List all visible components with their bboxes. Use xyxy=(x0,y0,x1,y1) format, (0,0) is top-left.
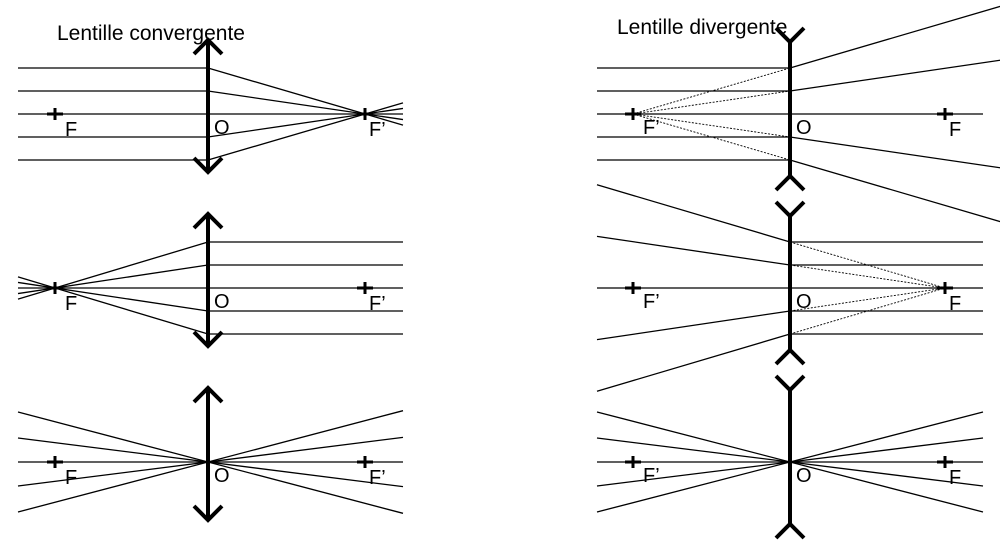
incident-ray xyxy=(596,184,791,243)
lens-arrowhead-bottom xyxy=(192,156,224,175)
incident-ray xyxy=(596,333,791,392)
lens-fork-bottom xyxy=(774,521,806,540)
focus-label: F xyxy=(949,467,961,489)
lens-arrowhead-top xyxy=(192,211,224,230)
incident-ray xyxy=(596,310,791,341)
focus-label: F xyxy=(65,467,77,489)
refracted-ray xyxy=(789,5,1000,69)
center-label: O xyxy=(214,291,230,313)
incident-ray xyxy=(17,276,209,335)
lens-arrowhead-bottom xyxy=(192,504,224,523)
virtual-ray xyxy=(789,264,946,289)
virtual-ray xyxy=(632,113,791,138)
refracted-ray xyxy=(789,59,1000,92)
virtual-ray xyxy=(789,287,946,312)
central-ray xyxy=(596,411,984,513)
lens-arrowhead-top xyxy=(192,385,224,404)
incident-ray xyxy=(17,241,209,300)
lens-fork-top xyxy=(774,26,806,45)
incident-ray xyxy=(17,264,209,295)
focus-label: F’ xyxy=(643,465,660,487)
refracted-ray xyxy=(207,102,404,161)
central-ray xyxy=(17,410,404,513)
focus-label: F xyxy=(65,119,77,141)
center-label: O xyxy=(796,117,812,139)
focus-label: F’ xyxy=(369,119,386,141)
virtual-ray xyxy=(632,113,791,161)
virtual-ray xyxy=(789,287,946,335)
refracted-ray xyxy=(207,67,404,126)
focus-label: F xyxy=(949,119,961,141)
focus-label: F’ xyxy=(643,117,660,139)
refracted-ray xyxy=(207,90,404,121)
focus-label: F xyxy=(65,293,77,315)
lens-arrowhead-top xyxy=(192,37,224,56)
lens-arrowhead-bottom xyxy=(192,330,224,349)
refracted-ray xyxy=(789,136,1000,169)
incident-ray xyxy=(17,281,209,312)
center-label: O xyxy=(796,291,812,313)
refracted-ray xyxy=(207,107,404,138)
virtual-ray xyxy=(632,90,791,115)
lens-fork-top xyxy=(774,200,806,219)
lens-fork-bottom xyxy=(774,347,806,366)
center-label: O xyxy=(796,465,812,487)
title-converging: Lentille convergente xyxy=(57,22,245,45)
center-label: O xyxy=(214,465,230,487)
title-diverging: Lentille divergente xyxy=(617,16,787,39)
lens-fork-bottom xyxy=(774,173,806,192)
lens-fork-top xyxy=(774,374,806,393)
focus-label: F’ xyxy=(643,291,660,313)
focus-label: F xyxy=(949,293,961,315)
refracted-ray xyxy=(789,159,1000,223)
focus-label: F’ xyxy=(369,467,386,489)
incident-ray xyxy=(596,235,791,266)
center-label: O xyxy=(214,117,230,139)
focus-label: F’ xyxy=(369,293,386,315)
